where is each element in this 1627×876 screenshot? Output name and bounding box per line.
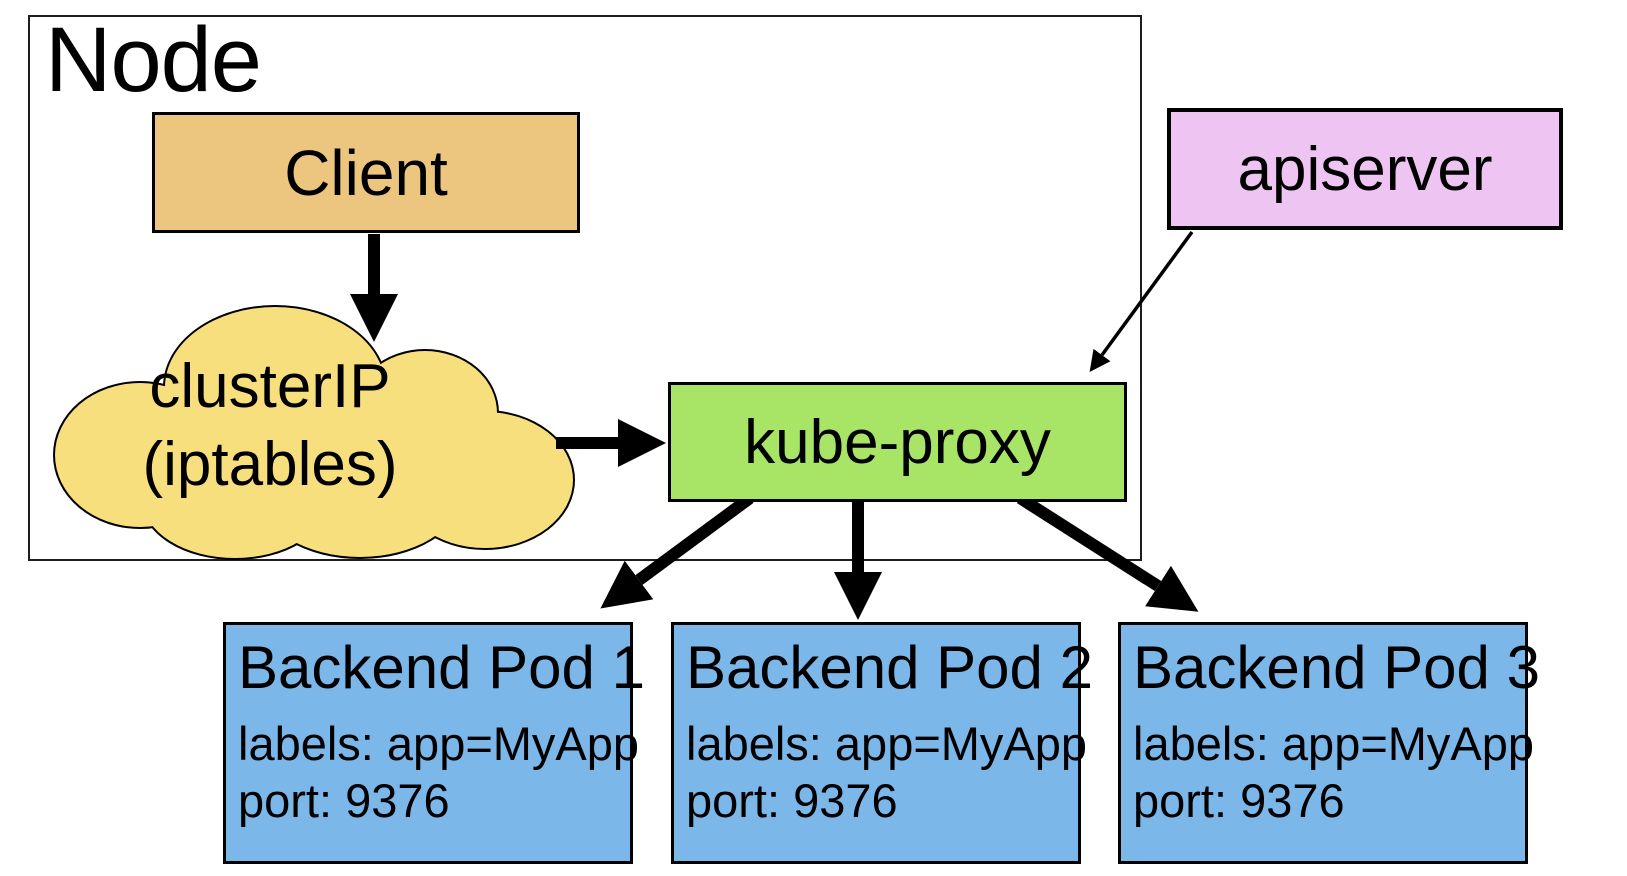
node-label: Node xyxy=(45,9,262,111)
cloud-icon xyxy=(53,305,575,560)
backend-pod-1-box: Backend Pod 1 labels: app=MyApp port: 93… xyxy=(223,622,645,864)
kube-proxy-box: kube-proxy xyxy=(668,382,1127,502)
pod-title: Backend Pod 2 xyxy=(686,634,1093,701)
clusterip-cloud-label: clusterIP (iptables) xyxy=(65,348,475,504)
pod-labels: labels: app=MyApp xyxy=(686,717,1088,770)
pod-port: port: 9376 xyxy=(686,774,898,827)
apiserver-box: apiserver xyxy=(1167,108,1563,230)
client-label: Client xyxy=(284,136,448,209)
clusterip-line1: clusterIP xyxy=(149,352,391,421)
backend-pod-3-box: Backend Pod 3 labels: app=MyApp port: 93… xyxy=(1118,622,1540,864)
pod-labels: labels: app=MyApp xyxy=(1133,717,1535,770)
pod-port: port: 9376 xyxy=(238,774,450,827)
clusterip-line2: (iptables) xyxy=(142,430,398,499)
backend-pod-2-box: Backend Pod 2 labels: app=MyApp port: 93… xyxy=(671,622,1093,864)
pod-port: port: 9376 xyxy=(1133,774,1345,827)
pod-title: Backend Pod 3 xyxy=(1133,634,1540,701)
pod-labels: labels: app=MyApp xyxy=(238,717,640,770)
client-box: Client xyxy=(152,112,580,233)
pod-title: Backend Pod 1 xyxy=(238,634,645,701)
apiserver-label: apiserver xyxy=(1237,134,1493,204)
kube-proxy-label: kube-proxy xyxy=(744,407,1051,477)
